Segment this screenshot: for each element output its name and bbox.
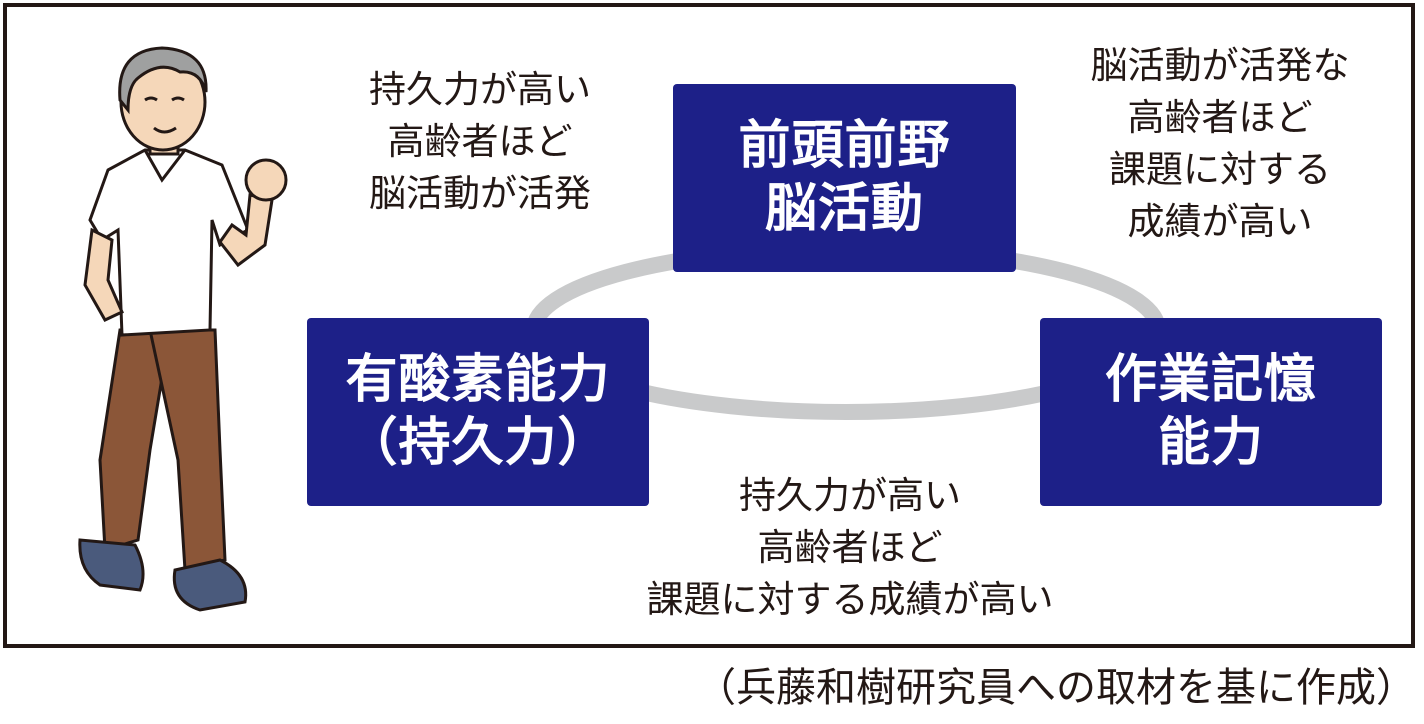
- elderly-man-walking-illustration: [78, 46, 288, 612]
- annotation-line: 成績が高い: [1127, 200, 1313, 243]
- annotation-line: 脳活動が活発: [369, 172, 591, 215]
- node-left-line1: 有酸素能力: [345, 349, 611, 410]
- annotation-bottom: 持久力が高い 高齢者ほど 課題に対する成績が高い: [570, 470, 1130, 626]
- annotation-line: 高齢者ほど: [757, 526, 943, 569]
- node-top-line2: 脳活動: [764, 179, 924, 239]
- annotation-top-right: 脳活動が活発な 高齢者ほど 課題に対する 成績が高い: [1040, 40, 1400, 248]
- diagram-frame: [3, 3, 1415, 648]
- node-working-memory: 作業記憶 能力: [1040, 318, 1382, 506]
- annotation-line: 脳活動が活発な: [1090, 44, 1350, 87]
- annotation-line: 高齢者ほど: [387, 120, 573, 163]
- annotation-top-left: 持久力が高い 高齢者ほど 脳活動が活発: [330, 64, 630, 220]
- node-left-line2: （持久力）: [345, 413, 611, 473]
- annotation-line: 課題に対する成績が高い: [646, 578, 1054, 621]
- node-right-line1: 作業記憶: [1104, 349, 1317, 410]
- node-prefrontal-brain-activity: 前頭前野 脳活動: [673, 84, 1016, 272]
- annotation-line: 持久力が高い: [739, 474, 961, 517]
- annotation-line: 高齢者ほど: [1127, 96, 1313, 139]
- node-top-line1: 前頭前野: [738, 115, 951, 176]
- source-note: （兵藤和樹研究員への取材を基に作成）: [696, 665, 1416, 711]
- node-right-line2: 能力: [1157, 413, 1264, 473]
- annotation-line: 課題に対する: [1109, 148, 1331, 191]
- annotation-line: 持久力が高い: [369, 68, 591, 111]
- node-aerobic-capacity: 有酸素能力 （持久力）: [307, 318, 649, 506]
